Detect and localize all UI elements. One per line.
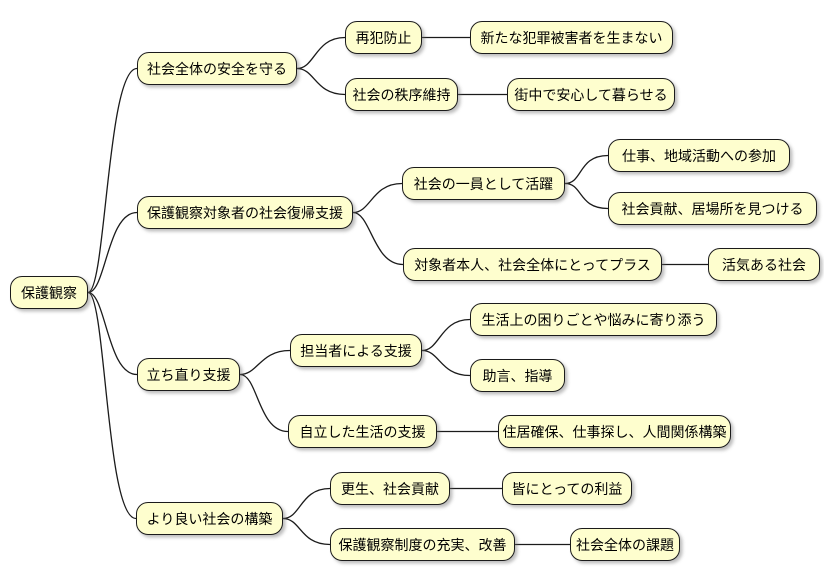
node-label-b3a1: 生活上の困りごとや悩みに寄り添う [481, 311, 706, 328]
node-label-b3a2: 助言、指導 [482, 367, 553, 384]
node-label-b4a1: 皆にとっての利益 [511, 480, 623, 497]
node-label-b3b: 自立した生活の支援 [299, 423, 426, 440]
node-label-root: 保護観察 [21, 284, 77, 301]
node-label-b1: 社会全体の安全を守る [147, 60, 287, 77]
node-label-b2a: 社会の一員として活躍 [413, 175, 554, 192]
connector-b3-to-b3a [239, 349, 291, 376]
connector-root-to-b1 [87, 67, 138, 294]
connector-b1-to-b1b [296, 67, 346, 96]
node-label-b4b: 保護観察制度の充実、改善 [338, 536, 507, 553]
node-label-b2: 保護観察対象者の社会復帰支援 [147, 204, 343, 221]
connector-root-to-b3 [87, 291, 138, 376]
node-label-b4b1: 社会全体の課題 [576, 536, 674, 553]
node-label-b2a1: 仕事、地域活動への参加 [622, 147, 776, 164]
mindmap-node-root: 保護観察 [10, 276, 88, 309]
connector-b3-to-b3b [239, 373, 289, 433]
node-label-b2b1: 活気ある社会 [722, 256, 806, 273]
mindmap-node-b4b1: 社会全体の課題 [570, 528, 680, 561]
mindmap-node-b1: 社会全体の安全を守る [137, 52, 297, 85]
connector-root-to-b4 [87, 291, 137, 520]
connector-b2-to-b2b [352, 211, 404, 266]
connector-b2a-to-b2a2 [564, 182, 609, 210]
node-label-b1a1: 新たな犯罪被害者を生まない [480, 29, 663, 46]
connector-root-to-b2 [87, 211, 138, 294]
node-label-b1b1: 街中で安心して暮らせる [514, 86, 668, 103]
mindmap-node-b2b1: 活気ある社会 [708, 248, 820, 281]
connector-b3a-to-b3a2 [421, 349, 471, 377]
mindmap-node-b3a2: 助言、指導 [470, 359, 565, 392]
connector-b3a-to-b3a1 [421, 318, 471, 352]
connector-b2a-to-b2a1 [564, 154, 609, 185]
node-label-b2b: 対象者本人、社会全体にとってプラス [414, 256, 651, 273]
mindmap-node-b4a: 更生、社会貢献 [330, 472, 450, 505]
mindmap-node-b1a: 再犯防止 [345, 21, 422, 54]
node-label-b2a2: 社会貢献、居場所を見つける [621, 200, 804, 217]
connector-b4-to-b4b [282, 517, 331, 546]
mindmap-node-b4a1: 皆にとっての利益 [502, 472, 632, 505]
mindmap-node-b2: 保護観察対象者の社会復帰支援 [137, 196, 353, 229]
mindmap-node-b1a1: 新たな犯罪被害者を生まない [470, 21, 673, 54]
mindmap-node-b3a: 担当者による支援 [290, 334, 422, 367]
node-label-b1b: 社会の秩序維持 [352, 86, 451, 103]
mindmap-node-b1b1: 街中で安心して暮らせる [507, 78, 675, 111]
mindmap-node-b1b: 社会の秩序維持 [345, 78, 458, 111]
mindmap-node-b2a1: 仕事、地域活動への参加 [608, 139, 790, 172]
mindmap-node-b4: より良い社会の構築 [136, 502, 283, 535]
connector-b1-to-b1a [296, 36, 346, 70]
mindmap-node-b3b: 自立した生活の支援 [288, 415, 437, 448]
mindmap-node-b3a1: 生活上の困りごとや悩みに寄り添う [470, 303, 717, 336]
mindmap-node-b2a2: 社会貢献、居場所を見つける [608, 192, 817, 225]
mindmap-node-b4b: 保護観察制度の充実、改善 [330, 528, 515, 561]
node-label-b3b1: 住居確保、仕事探し、人間関係構築 [502, 423, 727, 440]
node-label-b3: 立ち直り支援 [146, 366, 231, 383]
connector-b2-to-b2a [352, 182, 403, 214]
mindmap-node-b3: 立ち直り支援 [137, 358, 240, 391]
mindmap-node-b2b: 対象者本人、社会全体にとってプラス [403, 248, 662, 281]
mindmap-node-b3b1: 住居確保、仕事探し、人間関係構築 [498, 415, 731, 448]
node-label-b4a: 更生、社会貢献 [341, 480, 439, 497]
connector-b4-to-b4a [282, 487, 331, 520]
node-label-b3a: 担当者による支援 [300, 342, 412, 359]
mindmap-node-b2a: 社会の一員として活躍 [402, 167, 565, 200]
node-label-b4: より良い社会の構築 [146, 510, 273, 527]
node-label-b1a: 再犯防止 [355, 29, 412, 46]
